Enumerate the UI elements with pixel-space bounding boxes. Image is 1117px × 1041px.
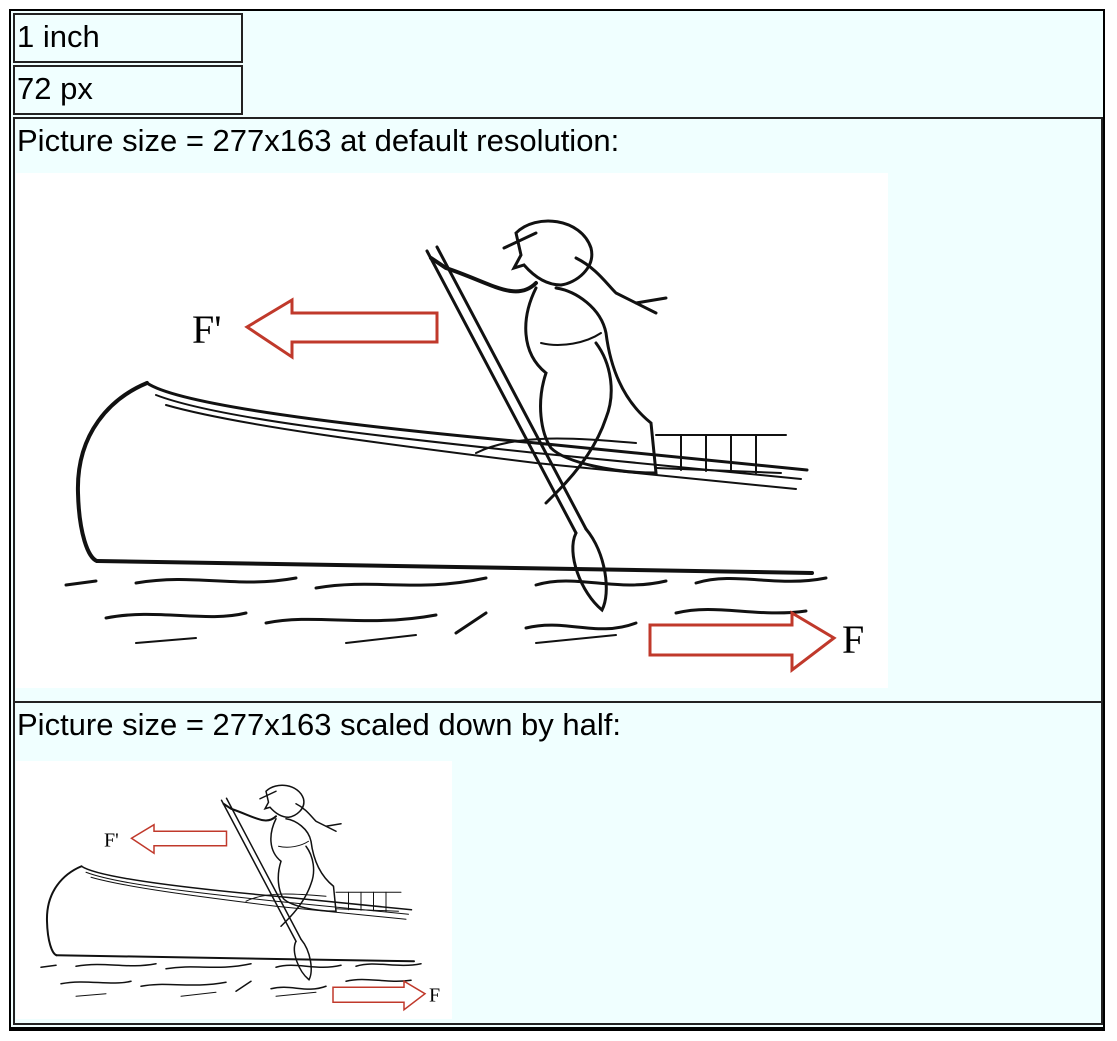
force-arrow [332, 979, 427, 1012]
layout-table: 1 inch 72 px Picture size = 277x163 at d… [9, 9, 1105, 1031]
reaction-force-label: F' [104, 829, 119, 851]
half-scale-cell: Picture size = 277x163 scaled down by ha… [13, 701, 1103, 1025]
pixel-label: 72 px [17, 71, 93, 106]
force-label: F [429, 984, 440, 1006]
force-label: F [842, 617, 864, 662]
force-arrow [648, 610, 837, 674]
half-caption: Picture size = 277x163 scaled down by ha… [17, 707, 622, 742]
reaction-force-arrow [130, 823, 228, 855]
canoe-picture-half: F' F [16, 761, 452, 1019]
pixel-cell: 72 px [13, 65, 243, 115]
reaction-force-label: F' [192, 307, 221, 352]
canoe-picture-default: F' F [16, 173, 888, 688]
reaction-force-arrow [244, 297, 439, 360]
unit-label: 1 inch [17, 19, 100, 54]
unit-cell: 1 inch [13, 13, 243, 63]
default-resolution-cell: Picture size = 277x163 at default resolu… [13, 117, 1103, 703]
canoe-illustration: F' F [40, 784, 440, 1012]
canoe-illustration: F' F [64, 219, 864, 674]
default-caption: Picture size = 277x163 at default resolu… [17, 123, 620, 158]
